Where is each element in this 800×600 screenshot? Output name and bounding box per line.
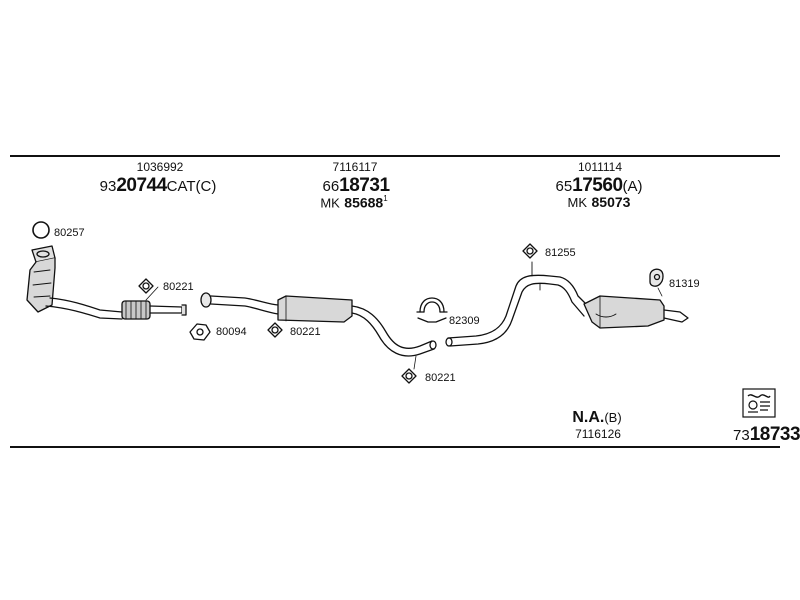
part-label-80221-b: 80221: [290, 326, 321, 338]
middle-flange: [200, 292, 212, 308]
group2-mk: MK 856881: [320, 195, 387, 211]
front-pipe: [45, 297, 187, 320]
part-label-80094: 80094: [216, 326, 247, 338]
na-text: N.A.: [572, 409, 605, 426]
catalog-main: 18733: [749, 424, 800, 445]
part-label-80257: 80257: [54, 227, 85, 239]
gasket-80221-b: [267, 322, 283, 338]
group2-main: 18731: [339, 175, 390, 196]
part-label-80221-c: 80221: [425, 372, 456, 384]
group2-mk-sup: 1: [383, 194, 388, 203]
group2-mk-label: MK: [320, 195, 340, 211]
part-label-81255: 81255: [545, 247, 576, 259]
group3-mk: MK 85073: [568, 195, 631, 211]
group3-ref: 1011114: [577, 160, 623, 174]
middle-silencer-assembly: [200, 292, 437, 357]
group3-prefix: 65: [555, 178, 573, 195]
gasket-80094: [189, 323, 211, 341]
group1-prefix: 93: [99, 178, 117, 195]
gasket-80221-c: [401, 368, 417, 384]
group3-main: 17560: [572, 175, 623, 196]
catalog-prefix: 73: [733, 427, 750, 444]
group1-suffix: CAT(C): [166, 178, 217, 195]
gasket-80221-a: [138, 278, 154, 294]
manufacturer-logo-icon: [742, 388, 776, 418]
group2-ref: 7116117: [332, 160, 378, 174]
group1-code: 9320744CAT(C): [100, 176, 217, 195]
group3-suffix: (A): [622, 178, 643, 195]
rear-silencer: [583, 295, 665, 329]
rear-silencer-assembly: [445, 261, 689, 347]
na-suffix: (B): [604, 410, 622, 425]
part-label-81319: 81319: [669, 278, 700, 290]
na-ref: 7116126: [575, 427, 621, 441]
gasket-81255: [522, 243, 538, 259]
group3-code: 6517560(A): [555, 176, 642, 195]
part-label-82309: 82309: [449, 315, 480, 327]
gasket-ring-80257: [32, 221, 50, 239]
group3-mk-value: 85073: [591, 194, 631, 210]
clamp-82309: [416, 297, 448, 323]
group2-mk-value: 85688: [344, 194, 384, 211]
group2-prefix: 66: [322, 178, 340, 195]
na-label: N.A.(B): [572, 410, 621, 426]
part-label-80221-a: 80221: [163, 281, 194, 293]
bottom-rule: [10, 446, 780, 448]
catalytic-converter: [26, 245, 56, 313]
group2-code: 6618731: [322, 175, 390, 196]
centre-silencer: [277, 295, 353, 323]
group1-main: 20744: [116, 175, 167, 196]
catalog-number: 7318733: [733, 425, 800, 444]
rubber-mount-81319: [649, 268, 664, 297]
group1-ref: 1036992: [136, 160, 184, 174]
top-rule: [10, 155, 780, 157]
group3-mk-label: MK: [567, 195, 588, 210]
